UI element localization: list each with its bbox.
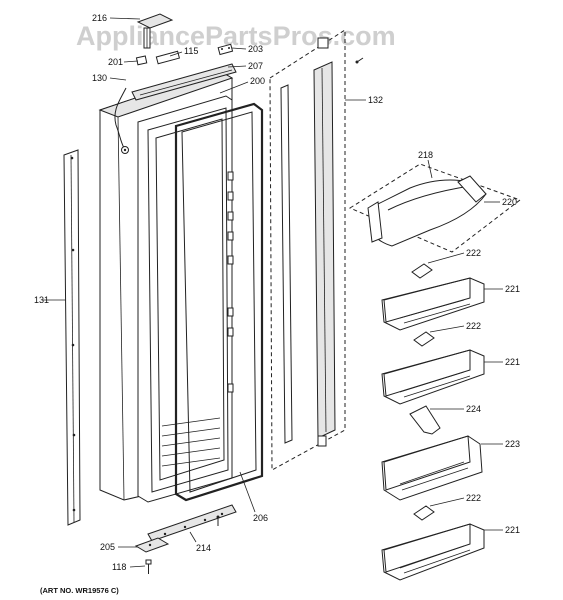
part-224-clip[interactable] (409, 405, 441, 435)
callout-207: 207 (248, 61, 263, 71)
callout-214: 214 (196, 543, 211, 553)
part-203[interactable] (217, 43, 234, 56)
part-221-door-bin-a[interactable] (381, 277, 485, 331)
callout-205: 205 (100, 542, 115, 552)
screw-icon (216, 515, 220, 526)
watermark-text: AppliancePartsPros.com (76, 21, 396, 51)
callout-118: 118 (112, 562, 126, 572)
part-222-clip-a[interactable] (411, 263, 433, 279)
part-214-bottom-bar[interactable] (147, 504, 237, 542)
callout-220: 220 (502, 197, 517, 207)
callout-203: 203 (248, 44, 263, 54)
callout-132: 132 (368, 95, 383, 105)
callout-222-b: 222 (466, 321, 481, 331)
callout-201: 201 (108, 57, 123, 67)
callout-206: 206 (253, 513, 268, 523)
callout-115: 115 (184, 46, 198, 56)
part-222-clip-b[interactable] (413, 331, 435, 347)
part-131-trim-strip[interactable] (63, 149, 81, 526)
callout-200: 200 (250, 76, 265, 86)
part-206-gasket[interactable] (174, 102, 264, 502)
callout-221-b: 221 (505, 357, 520, 367)
callout-221-c: 221 (505, 525, 520, 535)
part-222-clip-c[interactable] (413, 505, 435, 521)
part-130-wire-harness[interactable] (114, 87, 129, 154)
callout-222-c: 222 (466, 493, 481, 503)
part-221-door-bin-c[interactable] (381, 523, 485, 581)
part-207-top-cap[interactable] (131, 63, 237, 101)
screw-icon (355, 57, 364, 64)
part-221-door-bin-b[interactable] (381, 349, 485, 405)
art-number: (ART NO. WR19576 C) (40, 586, 119, 595)
part-118-screw[interactable] (145, 559, 152, 574)
part-220-dairy-door[interactable] (367, 175, 487, 247)
callout-216: 216 (92, 13, 107, 23)
callout-224: 224 (466, 404, 481, 414)
callout-221-a: 221 (505, 284, 520, 294)
callout-223: 223 (505, 439, 520, 449)
part-205-bottom-hinge[interactable] (134, 537, 170, 553)
part-201[interactable] (135, 55, 148, 66)
callout-131: 131 (34, 295, 49, 305)
part-132-mullion-seal[interactable] (280, 37, 336, 447)
callout-222-a: 222 (466, 248, 481, 258)
callout-218: 218 (418, 150, 433, 160)
part-216-top-hinge[interactable] (136, 13, 174, 49)
part-223-door-bin[interactable] (381, 435, 483, 501)
part-115[interactable] (155, 50, 181, 65)
part-218-group-outline (348, 163, 522, 253)
callout-130: 130 (92, 73, 107, 83)
